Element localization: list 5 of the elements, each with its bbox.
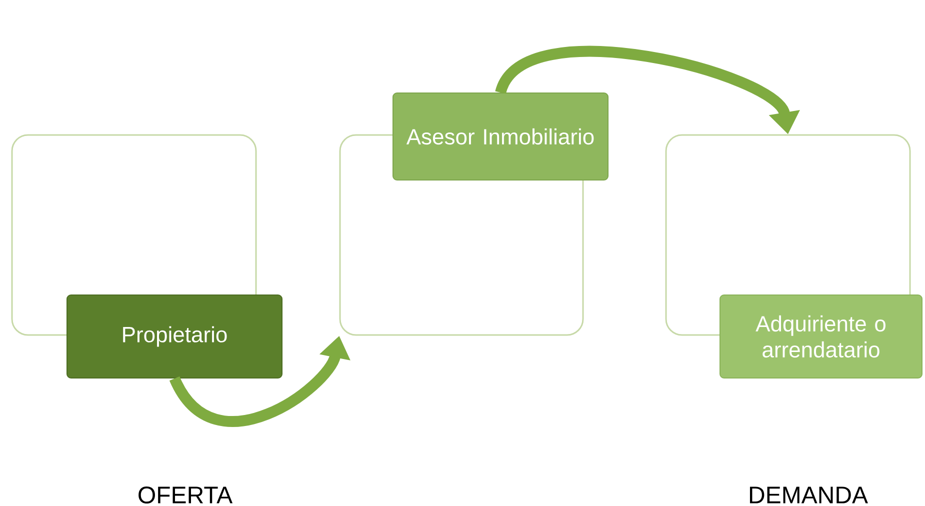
label-box: Adquiriente o arrendatario — [720, 294, 923, 378]
label-box: Asesor Inmobiliario — [392, 92, 608, 180]
label-box: Propietario — [66, 294, 282, 378]
side-label: OFERTA — [138, 486, 233, 504]
side-label: DEMANDA — [750, 486, 868, 504]
